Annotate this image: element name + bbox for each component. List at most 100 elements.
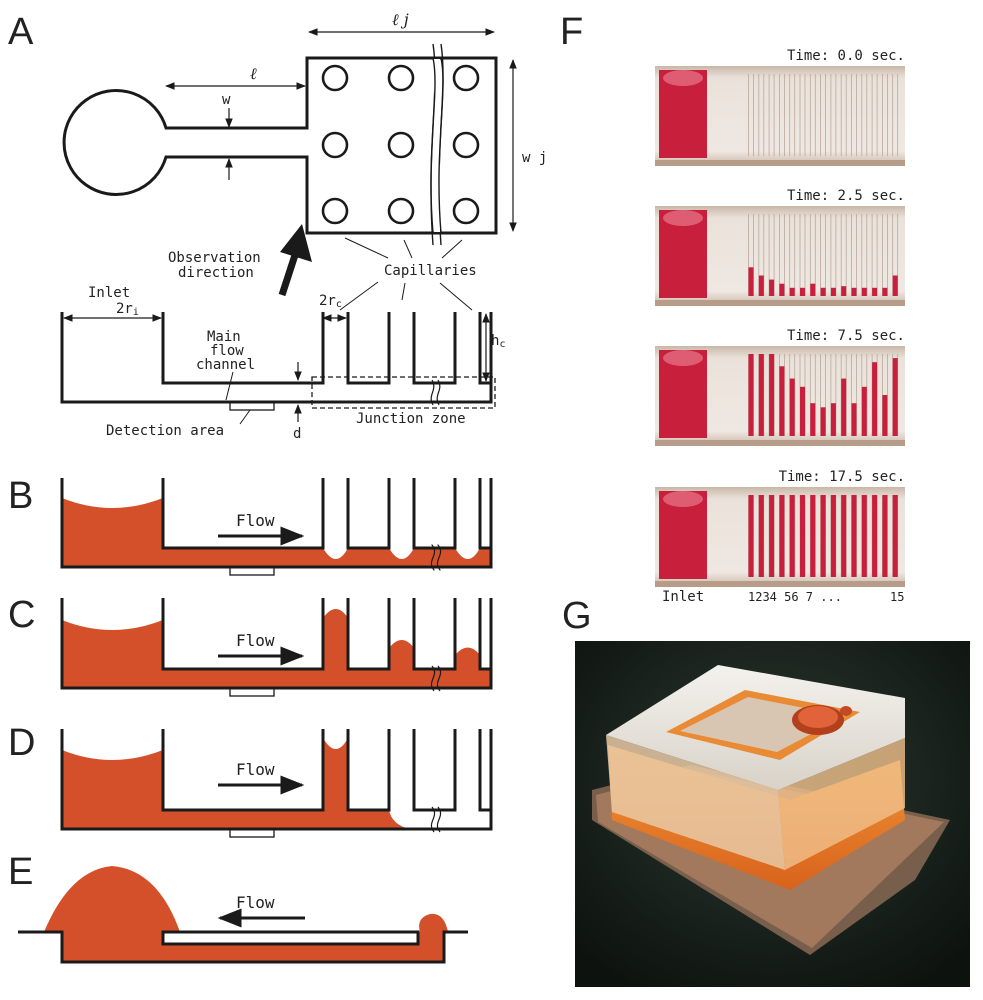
capillary-fill: [861, 287, 867, 296]
capillary-fill: [748, 267, 754, 296]
inlet-meniscus: [663, 491, 703, 507]
panel-e-flow-label: Flow: [236, 893, 275, 912]
panel-d-flow-label: Flow: [236, 760, 275, 779]
capillary-fill: [820, 407, 826, 436]
capillary-fill: [882, 495, 888, 577]
capillary-fill: [758, 275, 764, 296]
capillary-fill: [748, 495, 754, 577]
capillary-fill: [758, 495, 764, 577]
panel-label-d: D: [8, 722, 35, 764]
capillary-fill: [820, 495, 826, 577]
panel-f-inlet-label: Inlet: [662, 589, 704, 605]
label-main-flow-3: channel: [196, 357, 255, 373]
capillary-fill: [758, 354, 764, 436]
timestamp-label: Time: 0.0 sec.: [787, 48, 905, 64]
observation-arrow: [278, 224, 312, 297]
panel-f-capillary-numbers: 1234 56 7 ...: [748, 590, 842, 604]
pillar-array: [321, 64, 480, 225]
panel-d-outline: [60, 729, 493, 831]
panel-b-outline: [60, 478, 493, 569]
panel-label-c: C: [8, 594, 35, 636]
capillary-fill: [882, 287, 888, 296]
side-break-mark: [430, 379, 441, 406]
strip-bottom-edge: [655, 440, 905, 446]
capillary-fill: [851, 287, 857, 296]
label-lj: ℓ j: [392, 10, 409, 29]
panel-a-side-view: [60, 312, 493, 404]
capillary-fill: [892, 275, 898, 296]
panel-c-detection: [229, 687, 275, 697]
panel-label-g: G: [562, 595, 592, 637]
capillary-fill: [789, 378, 795, 436]
break-line-1: [430, 57, 436, 234]
label-l: ℓ: [250, 64, 257, 83]
timestamp-label: Time: 2.5 sec.: [787, 188, 905, 204]
strip-bottom-edge: [655, 581, 905, 587]
capillary-fill: [769, 495, 775, 577]
capillary-fill: [872, 287, 878, 296]
break-gap: [434, 59, 440, 232]
capillary-fill: [779, 366, 785, 436]
capillary-fill: [841, 378, 847, 436]
capillary-fill: [861, 495, 867, 577]
panel-a-top-view: [62, 56, 498, 235]
inlet-meniscus: [663, 210, 703, 226]
capillary-fill: [892, 495, 898, 577]
label-observation-2: direction: [178, 265, 254, 281]
panel-label-b: B: [8, 475, 33, 517]
detection-area-box: [229, 401, 275, 411]
panel-f-timelapse: Time: 0.0 sec. Time: 2.5 sec. Time: 7.5 se…: [655, 48, 905, 587]
capillary-fill: [800, 386, 805, 436]
capillary-fill: [830, 495, 836, 577]
panel-b-fluid: [62, 498, 491, 567]
capillary-fill: [851, 495, 857, 577]
capillary-fill: [769, 354, 775, 436]
capillary-fill: [789, 495, 795, 577]
capillary-fill: [820, 287, 826, 296]
capillary-fill: [779, 495, 785, 577]
capillary-fill: [830, 403, 836, 436]
capillary-fill: [882, 395, 888, 436]
detection-pointer: [239, 409, 251, 425]
label-2ri: 2ri: [116, 301, 139, 318]
capillary-fill: [779, 283, 785, 296]
label-hc: hc: [491, 333, 505, 350]
label-junction-zone: Junction zone: [356, 411, 466, 427]
capillary-fill: [769, 279, 775, 296]
label-observation-1: Observation: [168, 250, 261, 266]
capillary-fill: [789, 287, 795, 296]
panel-label-e: E: [8, 851, 33, 893]
label-capillaries: Capillaries: [384, 263, 477, 279]
panel-d-detection: [229, 828, 275, 838]
junction-zone-box: [311, 376, 496, 409]
panel-b-flow-label: Flow: [236, 511, 275, 530]
label-2rc: 2rc: [319, 293, 342, 310]
strip-bottom-edge: [655, 300, 905, 306]
capillary-fill: [851, 403, 857, 436]
capillary-pointers: [339, 237, 473, 311]
timestamp-label: Time: 7.5 sec.: [787, 328, 905, 344]
inlet-meniscus: [663, 70, 703, 86]
panel-label-a: A: [8, 11, 34, 53]
timestamp-label: Time: 17.5 sec.: [779, 469, 905, 485]
panel-c-outline: [60, 598, 493, 690]
capillary-fill: [800, 287, 805, 296]
capillary-fill: [810, 403, 816, 436]
capillary-fill: [872, 362, 878, 436]
capillary-fill: [841, 286, 847, 296]
panel-g-photo: [575, 641, 970, 987]
panel-c-flow-label: Flow: [236, 631, 275, 650]
strip-bottom-edge: [655, 160, 905, 166]
panel-f-last-number: 15: [890, 590, 904, 604]
panel-c-break: [430, 665, 442, 692]
capillary-fill: [800, 495, 805, 577]
label-wj: w j: [522, 150, 547, 166]
panel-b-break: [430, 544, 442, 571]
panel-b-detection: [229, 566, 275, 576]
panel-e-channel: [163, 932, 418, 944]
label-w: w: [222, 92, 231, 108]
break-line-2: [438, 57, 444, 234]
label-inlet: Inlet: [88, 285, 130, 301]
capillary-fill: [872, 495, 878, 577]
